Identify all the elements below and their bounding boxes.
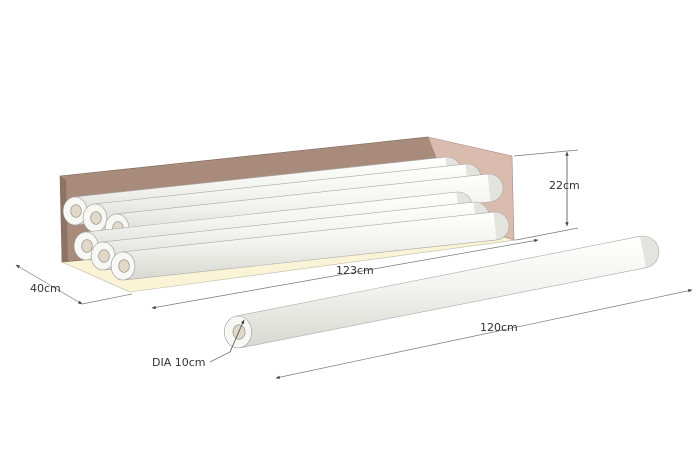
roll-length-dimension: [275, 289, 693, 379]
roll-length-label: 120cm: [480, 321, 518, 334]
roll-core-hole: [118, 259, 130, 273]
box-length-label: 123cm: [336, 264, 374, 277]
roll-core-hole: [70, 204, 82, 218]
width-label: 40cm: [30, 282, 61, 295]
diameter-label: DIA 10cm: [152, 356, 206, 369]
roll-edge: [115, 173, 488, 215]
length-dimension: [151, 239, 539, 309]
height-extension-bottom: [515, 227, 579, 241]
box-left-wall: [60, 176, 68, 262]
diameter-arrow: [229, 319, 245, 353]
roll-edge: [101, 201, 474, 243]
roll-edge: [73, 156, 446, 198]
height-extension-top: [513, 149, 579, 157]
roll-edge: [93, 163, 466, 205]
dimension-lines: [15, 149, 693, 379]
roll-edge: [84, 191, 457, 233]
roll-core-hole: [98, 249, 110, 263]
diameter-leader: [209, 351, 231, 363]
height-label: 22cm: [549, 179, 580, 192]
roll-core-hole: [81, 239, 93, 253]
width-dimension: [15, 264, 83, 305]
width-extension: [81, 293, 133, 305]
roll-core-hole: [90, 211, 102, 225]
